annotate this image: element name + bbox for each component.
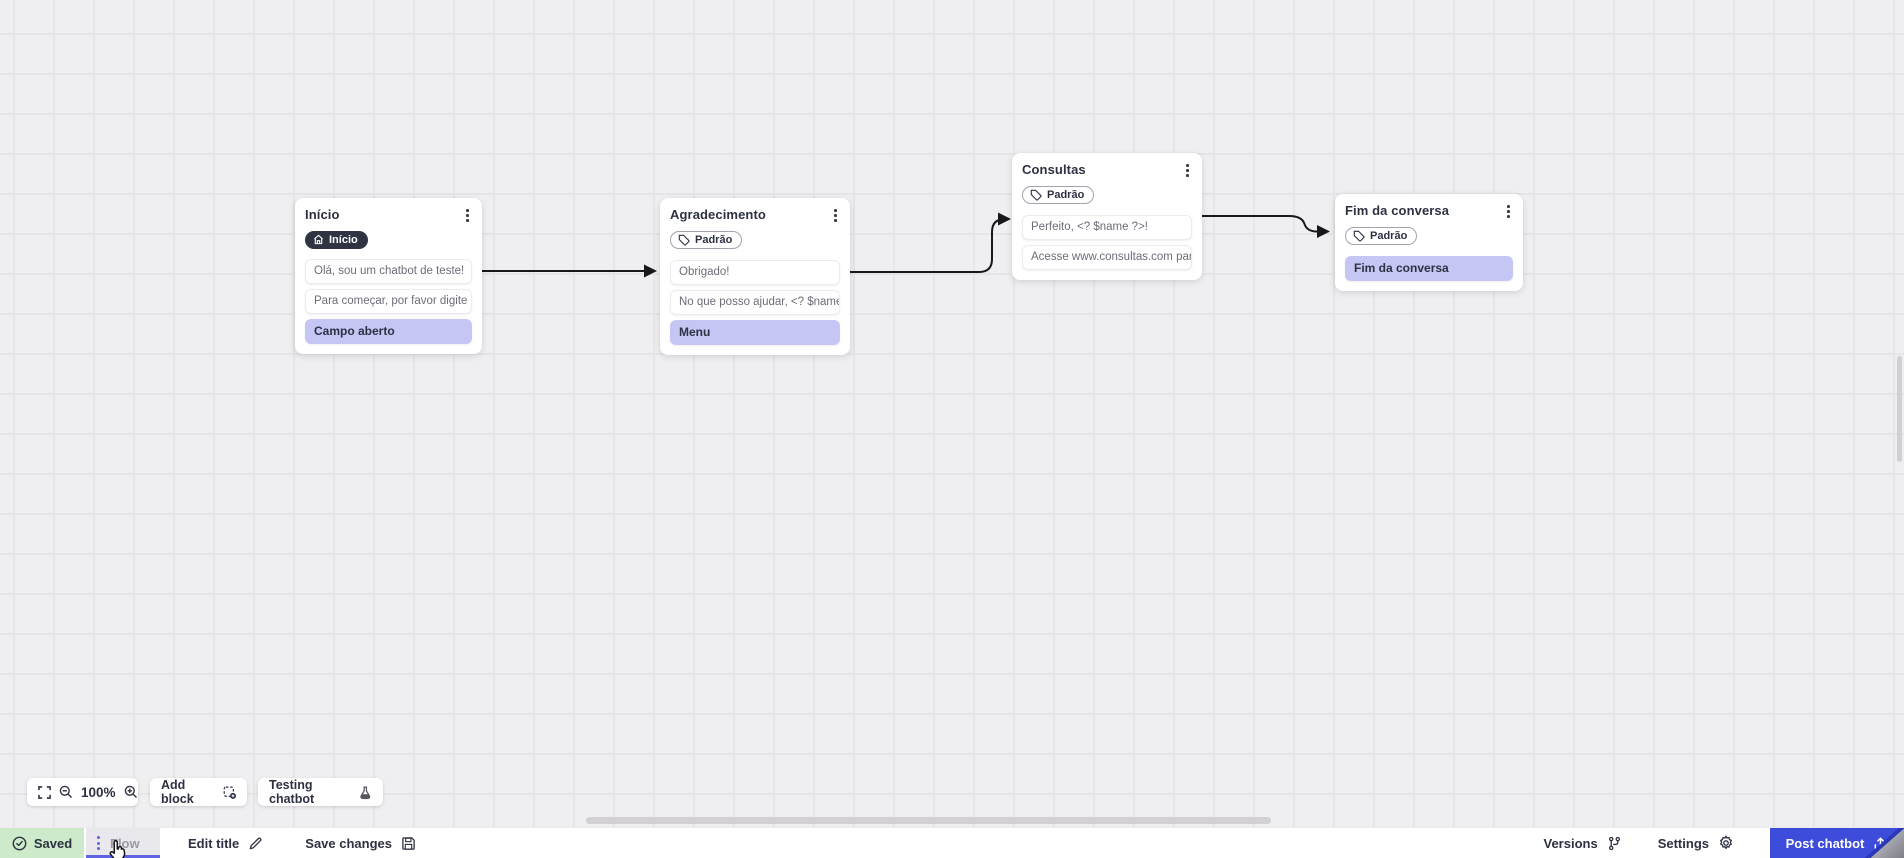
flow-node-consultas[interactable]: Consultas Padrão Perfeito, <? $name ?>! …: [1012, 153, 1202, 280]
zoom-in-button[interactable]: [124, 785, 138, 799]
message-bubble[interactable]: Obrigado!: [670, 259, 840, 285]
settings-label: Settings: [1657, 835, 1709, 851]
badge-label: Padrão: [695, 233, 733, 246]
horizontal-scrollbar[interactable]: [586, 817, 1271, 824]
add-block-label: Add block: [161, 778, 194, 806]
message-bubble[interactable]: Acesse www.consultas.com par...: [1022, 244, 1192, 270]
testing-chatbot-label: Testing chatbot: [269, 778, 315, 806]
edit-title-label: Edit title: [188, 835, 240, 851]
end-block[interactable]: Fim da conversa: [1345, 255, 1513, 281]
check-circle-icon: [12, 836, 27, 850]
node-menu-button[interactable]: [1183, 162, 1192, 179]
badge-label: Início: [329, 233, 358, 246]
flow-tab-label: Flow: [110, 835, 140, 851]
add-block-button[interactable]: Add block: [150, 778, 247, 806]
node-type-badge: Padrão: [1022, 185, 1095, 204]
pencil-icon: [249, 837, 262, 849]
node-title: Consultas: [1022, 162, 1086, 177]
zoom-out-button[interactable]: [59, 785, 73, 799]
save-icon: [402, 836, 415, 850]
add-block-icon: [223, 785, 236, 799]
flow-node-agradecimento[interactable]: Agradecimento Padrão Obrigado! No que po…: [660, 198, 850, 355]
node-menu-button[interactable]: [1504, 203, 1513, 220]
message-bubble[interactable]: No que posso ajudar, <? $name ...: [670, 289, 840, 315]
zoom-out-icon: [59, 785, 73, 799]
save-changes-label: Save changes: [305, 835, 392, 851]
edit-title-button[interactable]: Edit title: [188, 828, 263, 858]
versions-label: Versions: [1543, 835, 1598, 851]
node-type-badge: Início: [305, 230, 368, 249]
versions-button[interactable]: Versions: [1544, 836, 1622, 851]
badge-label: Padrão: [1047, 188, 1085, 201]
saved-status-badge: Saved: [0, 828, 84, 858]
tab-flow[interactable]: Flow: [86, 828, 160, 858]
tag-icon: [678, 234, 690, 246]
testing-chatbot-button[interactable]: Testing chatbot: [258, 778, 383, 806]
status-bar: Saved Flow Edit title Save changes Versi…: [0, 827, 1904, 858]
node-type-badge: Padrão: [670, 230, 743, 249]
saved-label: Saved: [33, 835, 73, 851]
flow-node-inicio[interactable]: Início Início Olá, sou um chatbot de tes…: [295, 198, 482, 355]
menu-block[interactable]: Menu: [670, 319, 840, 345]
node-title: Início: [305, 207, 340, 222]
fullscreen-button[interactable]: [38, 785, 51, 799]
message-bubble[interactable]: Perfeito, <? $name ?>!: [1022, 214, 1192, 240]
badge-label: Padrão: [1370, 229, 1408, 242]
node-menu-button[interactable]: [463, 207, 472, 224]
fullscreen-icon: [38, 785, 51, 799]
tag-icon: [1353, 230, 1365, 242]
node-title: Agradecimento: [670, 207, 766, 222]
node-title: Fim da conversa: [1345, 203, 1450, 218]
zoom-in-icon: [124, 785, 137, 799]
node-menu-button[interactable]: [831, 207, 840, 224]
git-branch-icon: [1608, 836, 1620, 850]
message-bubble[interactable]: Para começar, por favor digite o ...: [305, 289, 472, 315]
input-block[interactable]: Campo aberto: [305, 319, 472, 345]
message-bubble[interactable]: Olá, sou um chatbot de teste!: [305, 259, 472, 285]
flow-node-fim-da-conversa[interactable]: Fim da conversa Padrão Fim da conversa: [1335, 194, 1523, 291]
node-type-badge: Padrão: [1345, 226, 1418, 245]
vertical-scrollbar[interactable]: [1897, 356, 1902, 462]
tag-icon: [1030, 189, 1042, 201]
zoom-controls: 100%: [27, 778, 138, 806]
zoom-level: 100%: [81, 784, 116, 800]
drag-handle-icon[interactable]: [97, 836, 100, 850]
settings-button[interactable]: Settings: [1658, 835, 1734, 851]
gear-icon: [1720, 835, 1732, 850]
home-icon: [314, 234, 323, 245]
post-chatbot-button[interactable]: Post chatbot: [1770, 827, 1904, 858]
post-chatbot-label: Post chatbot: [1785, 835, 1865, 851]
save-changes-button[interactable]: Save changes: [305, 828, 416, 858]
flask-icon: [360, 786, 371, 799]
